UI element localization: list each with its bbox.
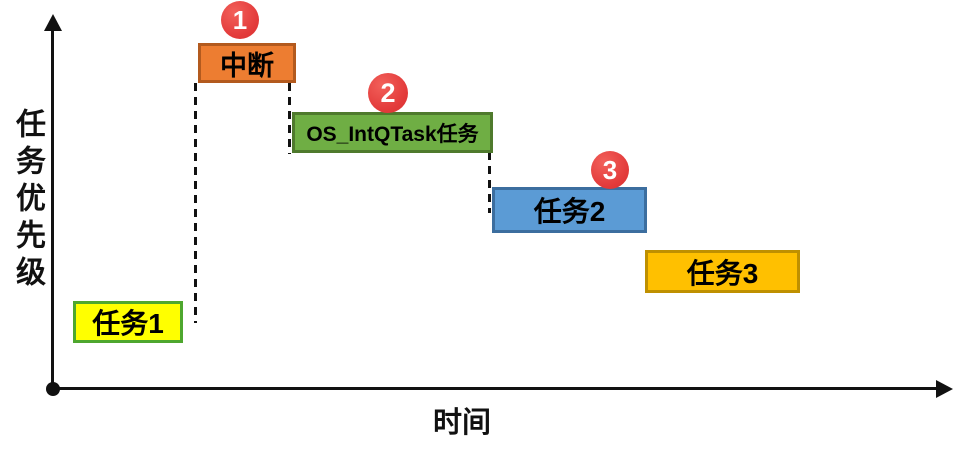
step-badge-3-number: 3 xyxy=(602,154,618,185)
y-axis-label: 任务优先级 xyxy=(11,108,44,293)
task3-box: 任务3 xyxy=(645,250,800,293)
dashed-line-interrupt-to-intqtask xyxy=(288,83,291,154)
step-badge-3: 3 xyxy=(591,151,629,189)
y-axis-line xyxy=(51,24,54,389)
task1-box: 任务1 xyxy=(73,301,183,343)
x-axis-line xyxy=(53,387,939,390)
dashed-line-intqtask-to-task2 xyxy=(488,152,491,213)
x-axis-label: 时间 xyxy=(433,407,492,439)
interrupt-label: 中断 xyxy=(220,50,274,81)
step-badge-2-number: 2 xyxy=(380,77,396,108)
task3-label: 任务3 xyxy=(686,257,759,289)
x-axis-arrowhead-icon xyxy=(936,380,953,398)
os-intqtask-label: OS_IntQTask任务 xyxy=(306,122,479,146)
origin-dot xyxy=(46,382,60,396)
task2-box: 任务2 xyxy=(492,187,647,233)
interrupt-box: 中断 xyxy=(198,43,296,83)
y-axis-arrowhead-icon xyxy=(44,14,62,31)
task1-label: 任务1 xyxy=(92,308,164,339)
task2-label: 任务2 xyxy=(533,196,606,227)
os-intqtask-box: OS_IntQTask任务 xyxy=(292,112,493,153)
step-badge-1: 1 xyxy=(221,1,259,39)
step-badge-1-number: 1 xyxy=(232,4,248,35)
dashed-line-task1-to-interrupt xyxy=(194,83,197,323)
step-badge-2: 2 xyxy=(368,73,408,113)
